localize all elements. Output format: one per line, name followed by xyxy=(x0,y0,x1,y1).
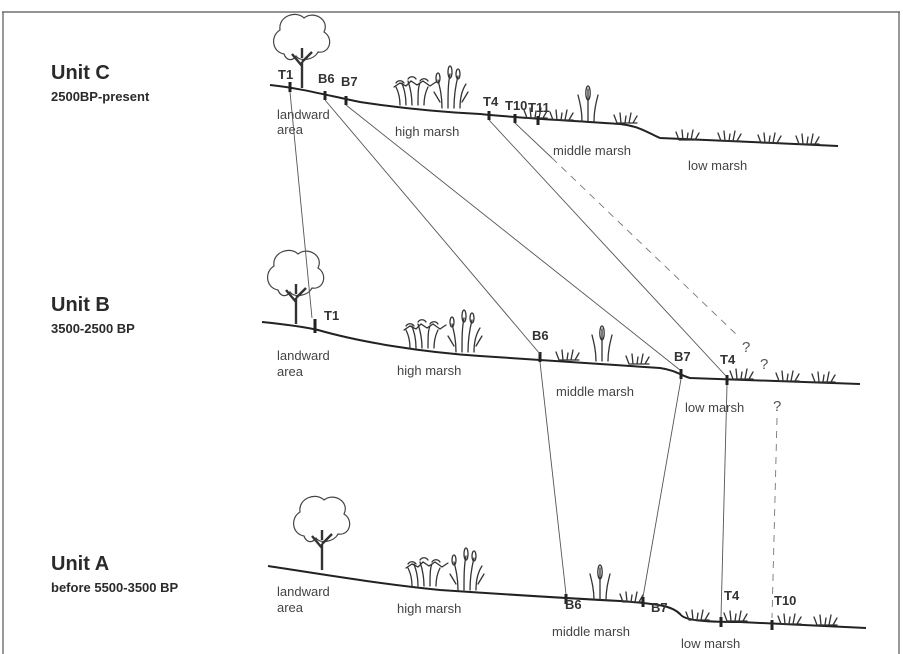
zone-label-high-marsh: high marsh xyxy=(395,124,459,139)
zone-label-low-marsh: low marsh xyxy=(681,636,740,651)
correlation-line-t10-b-to-a-dashed xyxy=(771,417,778,619)
unit-c-ground-profile xyxy=(269,84,839,147)
zone-label-area: area xyxy=(277,122,304,137)
zone-label-landward: landward xyxy=(277,348,330,363)
core-label-b7: B7 xyxy=(651,600,668,615)
tree-icon xyxy=(266,249,325,326)
unit-b-panel: Unit B 3500-2500 BP T1 B6 B7 T4 ? ? ? la… xyxy=(51,249,861,415)
zone-label-low-marsh: low marsh xyxy=(688,158,747,173)
unit-b-subtitle: 3500-2500 BP xyxy=(51,321,135,336)
core-label-b6: B6 xyxy=(318,71,335,86)
grass-icon xyxy=(613,112,638,124)
grass-icon xyxy=(549,109,574,121)
core-label-t1: T1 xyxy=(278,67,293,82)
zone-label-middle-marsh: middle marsh xyxy=(556,384,634,399)
grass-icon xyxy=(555,349,580,361)
zone-label-area: area xyxy=(277,600,304,615)
core-label-t4: T4 xyxy=(483,94,499,109)
zone-label-landward: landward xyxy=(277,584,330,599)
reed-icon xyxy=(449,547,485,591)
correlation-lines xyxy=(289,91,778,619)
zone-label-middle-marsh: middle marsh xyxy=(553,143,631,158)
correlation-line-t1-c-to-b xyxy=(289,91,313,319)
zone-label-low-marsh: low marsh xyxy=(685,400,744,415)
correlation-line-t10-c-to-b-dashed xyxy=(551,157,739,337)
grass-icon xyxy=(775,370,800,382)
unit-c-subtitle: 2500BP-present xyxy=(51,89,150,104)
cattail-icon xyxy=(589,564,611,601)
core-label-b6: B6 xyxy=(565,597,582,612)
core-label-t4: T4 xyxy=(720,352,736,367)
grass-icon xyxy=(625,353,650,365)
unit-b-title: Unit B xyxy=(51,294,110,316)
grass-icon xyxy=(717,130,742,142)
core-label-t10: T10 xyxy=(774,593,796,608)
correlation-line-b7-c-to-b xyxy=(345,104,681,371)
tree-icon xyxy=(292,495,351,572)
core-label-b6: B6 xyxy=(532,328,549,343)
unit-a-ground-profile xyxy=(267,565,867,629)
grass-icon xyxy=(729,368,754,380)
correlation-line-t4-b-to-a xyxy=(720,384,728,618)
unit-c-panel: Unit C 2500BP-present T1 B6 B7 T4 T10 T1… xyxy=(51,13,839,173)
unit-a-title: Unit A xyxy=(51,553,109,575)
zone-label-middle-marsh: middle marsh xyxy=(552,624,630,639)
question-mark: ? xyxy=(742,339,750,356)
grass-icon xyxy=(777,613,802,625)
question-mark: ? xyxy=(760,356,768,373)
core-label-b7: B7 xyxy=(674,349,691,364)
correlation-line-t4-c-to-b xyxy=(488,119,727,377)
core-label-t1: T1 xyxy=(324,308,339,323)
core-label-b7: B7 xyxy=(341,74,358,89)
grass-icon xyxy=(723,610,748,622)
reed-icon xyxy=(447,309,483,353)
core-label-t11: T11 xyxy=(528,100,550,115)
grass-icon xyxy=(811,371,836,383)
correlation-line-b6-c-to-b xyxy=(324,99,541,355)
correlation-line-b7-b-to-a xyxy=(642,378,682,598)
cattail-icon xyxy=(591,325,613,362)
core-label-t4: T4 xyxy=(724,588,740,603)
zone-label-high-marsh: high marsh xyxy=(397,363,461,378)
cattail-icon xyxy=(577,85,599,122)
zone-label-landward: landward xyxy=(277,107,330,122)
bush-icon xyxy=(393,76,437,106)
correlation-line-t10-c-to-b xyxy=(514,122,553,159)
correlation-line-b6-b-to-a xyxy=(539,361,567,595)
question-mark: ? xyxy=(773,398,781,415)
grass-icon xyxy=(813,614,838,626)
bush-icon xyxy=(403,319,447,349)
unit-c-title: Unit C xyxy=(51,62,110,84)
unit-b-ground-profile xyxy=(261,321,861,385)
bush-icon xyxy=(405,557,449,587)
zone-label-high-marsh: high marsh xyxy=(397,601,461,616)
unit-a-panel: Unit A before 5500-3500 BP B6 B7 T4 T10 … xyxy=(51,495,867,651)
reed-icon xyxy=(433,65,469,109)
unit-a-subtitle: before 5500-3500 BP xyxy=(51,580,179,595)
grass-icon xyxy=(795,133,820,145)
core-label-t10: T10 xyxy=(505,98,527,113)
zone-label-area: area xyxy=(277,364,304,379)
